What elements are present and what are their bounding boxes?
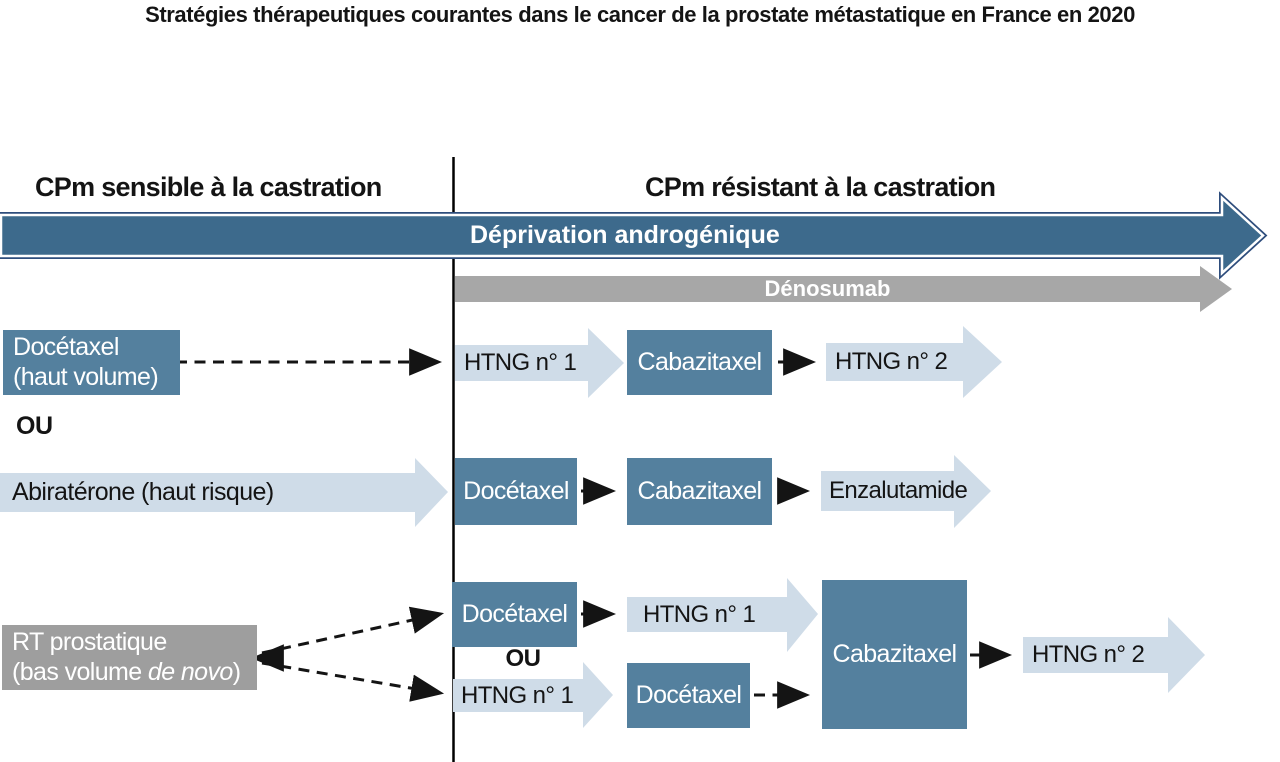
header-castration-resistant: CPm résistant à la castration xyxy=(645,172,996,202)
page-title: Stratégies thérapeutiques courantes dans… xyxy=(145,2,1135,27)
branch-lower-dashed xyxy=(261,661,445,702)
rt-prostate-line2: (bas volume de novo) xyxy=(12,657,241,688)
abiraterone-label: Abiratérone (haut risque) xyxy=(12,478,274,506)
htng1-label-row1: HTNG n° 1 xyxy=(464,349,577,376)
denosumab-label: Dénosumab xyxy=(764,276,891,301)
cabazitaxel-box-row3: Cabazitaxel xyxy=(822,580,967,729)
htng2-label-row1: HTNG n° 2 xyxy=(835,348,948,375)
rt-prostate-line2-prefix: (bas volume xyxy=(12,657,148,686)
or-label-1: OU xyxy=(16,412,53,440)
htng1-label-row3-lower: HTNG n° 1 xyxy=(461,681,574,709)
docetaxel-box-row2: Docétaxel xyxy=(455,458,577,525)
docetaxel-box-row3-lower: Docétaxel xyxy=(627,663,750,728)
cabazitaxel-box-row2: Cabazitaxel xyxy=(627,458,772,525)
docetaxel-high-volume-line2: (haut volume) xyxy=(13,362,159,391)
docetaxel-high-volume-line1: Docétaxel xyxy=(13,333,119,361)
htng1-label-row3-upper: HTNG n° 1 xyxy=(643,600,756,628)
branch-upper-dashed xyxy=(261,606,445,655)
rt-prostate-line1: RT prostatique xyxy=(12,628,167,656)
rt-prostate-box: RT prostatique (bas volume de novo) xyxy=(2,625,257,690)
docetaxel-box-row3-upper: Docétaxel xyxy=(452,582,577,647)
or-label-2: OU xyxy=(505,645,542,672)
rt-prostate-line2-suffix: ) xyxy=(232,657,241,686)
docetaxel-high-volume-box: Docétaxel (haut volume) xyxy=(3,330,180,395)
androgen-deprivation-label: Déprivation androgénique xyxy=(470,221,780,249)
cabazitaxel-box-row1: Cabazitaxel xyxy=(627,330,772,395)
htng2-label-row3: HTNG n° 2 xyxy=(1032,641,1145,668)
header-castration-sensitive: CPm sensible à la castration xyxy=(35,172,382,202)
enzalutamide-label: Enzalutamide xyxy=(829,477,968,504)
rt-prostate-line2-italic: de novo xyxy=(147,657,233,686)
